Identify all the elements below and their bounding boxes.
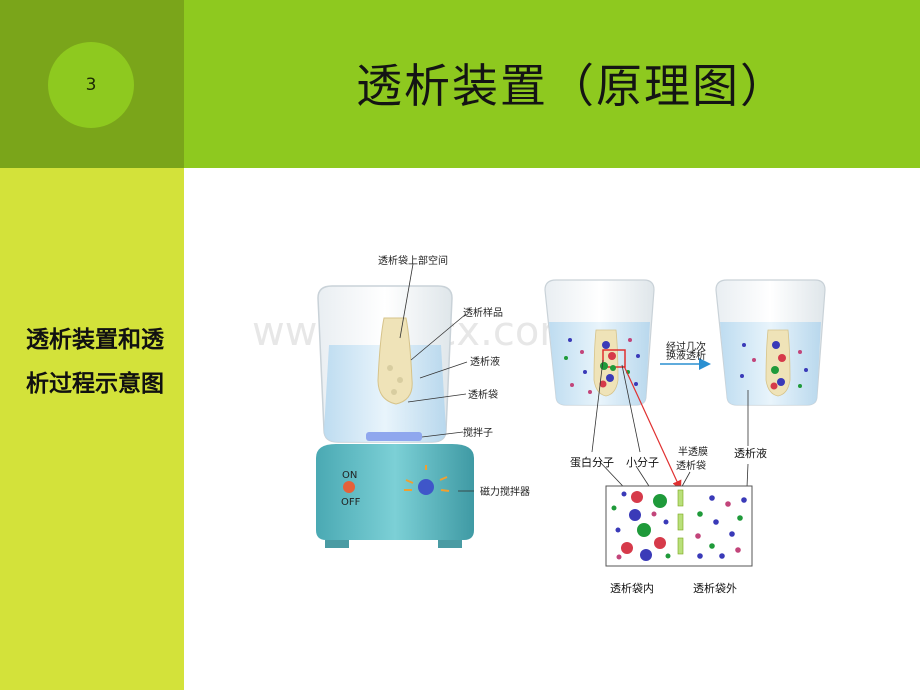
beaker-after — [715, 279, 826, 406]
stirrer-foot — [438, 540, 462, 548]
zoom-arrow — [623, 365, 682, 491]
sidebar-band — [0, 168, 184, 690]
label-dialysate-right: 透析液 — [734, 446, 767, 460]
dialysis-bag — [377, 317, 413, 405]
label-bag-top-space: 透析袋上部空间 — [378, 254, 448, 267]
sample-dot — [397, 377, 403, 383]
off-label: OFF — [341, 497, 361, 508]
slide-number: 3 — [85, 75, 97, 95]
molecules-after — [740, 341, 808, 390]
label-inside-bag: 透析袋内 — [610, 581, 654, 595]
stirrer-apparatus: ON OFF — [316, 285, 474, 548]
membrane-zoom-panel — [605, 485, 753, 567]
molecules-inside-bag — [611, 491, 671, 561]
device-leader-lines — [399, 263, 474, 492]
label-sample: 透析样品 — [463, 306, 503, 319]
knob-glow-icon — [404, 465, 450, 492]
label-membrane-1: 半透膜 — [678, 445, 708, 458]
header-band — [184, 0, 920, 168]
sample-dot — [387, 365, 393, 371]
on-label: ON — [342, 470, 357, 481]
label-magnetic-stirrer: 磁力搅拌器 — [480, 485, 530, 498]
label-protein-molecule: 蛋白分子 — [570, 455, 614, 469]
arrow-text-1: 经过几次 — [666, 340, 706, 353]
power-switch — [343, 481, 355, 493]
label-dialysate: 透析液 — [470, 355, 500, 368]
label-outside-bag: 透析袋外 — [693, 581, 737, 595]
dialysis-bag — [765, 329, 791, 397]
stirrer-foot — [325, 540, 349, 548]
molecules-before — [564, 338, 640, 394]
semipermeable-membrane — [677, 489, 684, 555]
label-stir-bar: 搅拌子 — [463, 426, 493, 439]
slide-number-badge: 3 — [48, 42, 134, 128]
label-bag: 透析袋 — [468, 388, 498, 401]
sample-dot — [391, 389, 397, 395]
speed-knob — [418, 479, 434, 495]
beaker-before — [544, 279, 655, 406]
label-small-molecule: 小分子 — [626, 456, 659, 469]
arrow-text-2: 换液透析 — [666, 349, 706, 362]
magnetic-stirrer-base — [316, 444, 474, 540]
molecules-outside-bag — [695, 495, 747, 559]
slide-title: 透析装置（原理图） — [356, 59, 788, 113]
stir-bar — [366, 432, 422, 441]
label-membrane-2: 透析袋 — [676, 459, 706, 472]
side-caption: 透析装置和透析过程示意图 — [26, 327, 164, 397]
